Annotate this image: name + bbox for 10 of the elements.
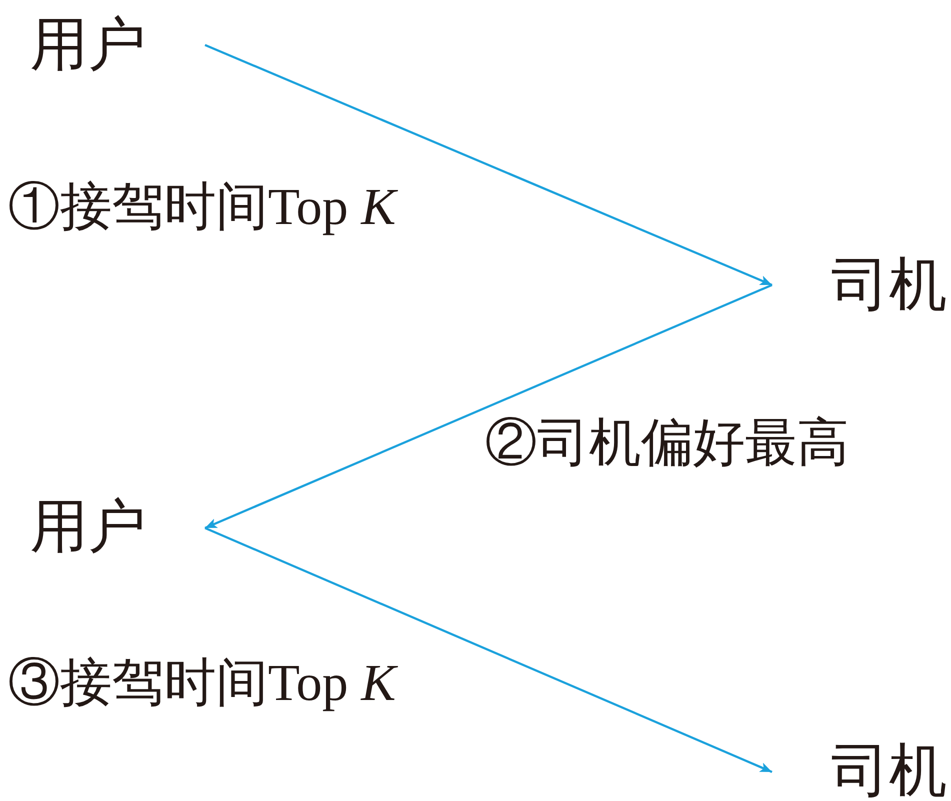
- arrow: [204, 284, 772, 530]
- arrow: [204, 44, 772, 286]
- node-label: 司机: [772, 736, 947, 801]
- arrow: [204, 526, 772, 774]
- edge-label: ①接驾时间Top K: [8, 178, 396, 238]
- node-label: 用户: [30, 10, 205, 80]
- edge-label: ②司机偏好最高: [485, 414, 849, 474]
- edge-label: ③接驾时间Top K: [8, 654, 396, 714]
- node-label: 司机: [772, 250, 947, 320]
- node-label: 用户: [30, 492, 205, 562]
